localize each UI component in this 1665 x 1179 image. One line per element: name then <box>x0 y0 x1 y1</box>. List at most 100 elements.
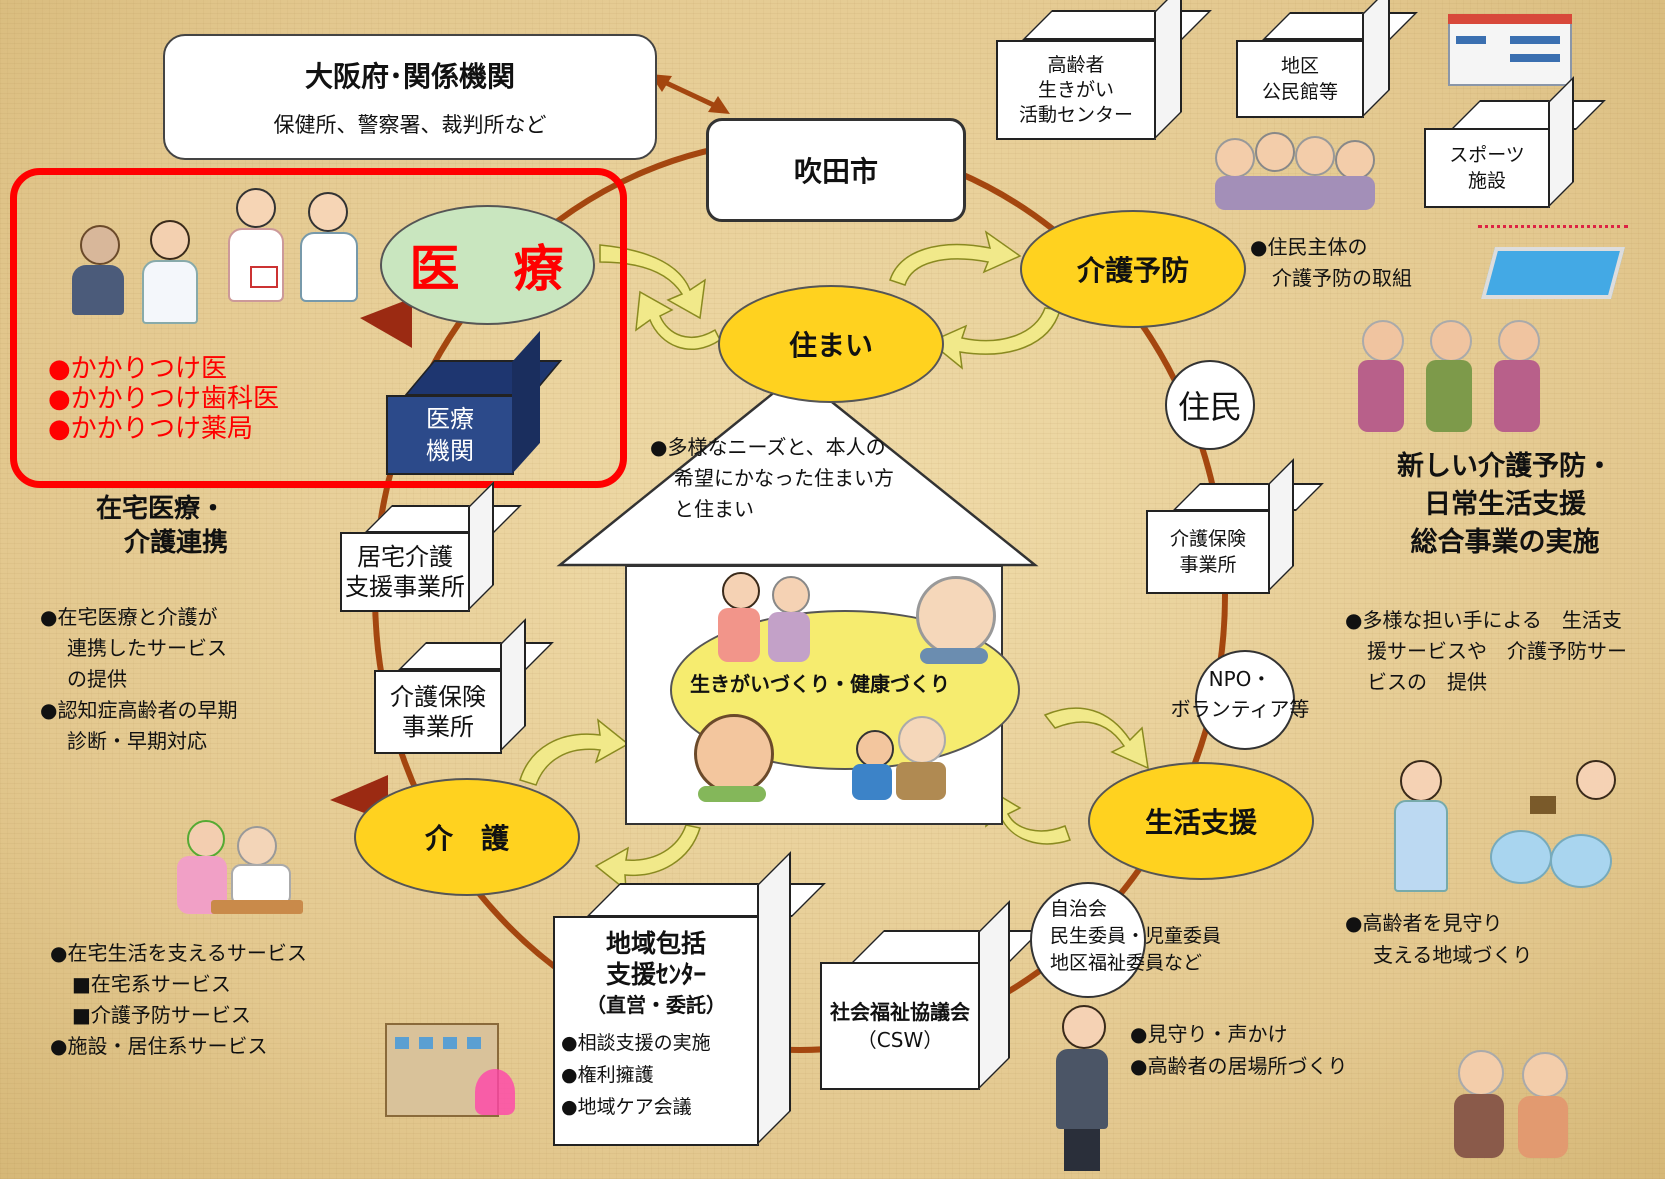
houkatsu-item-2: ●権利擁護 <box>561 1064 654 1086</box>
smiling-elder-face-illustration <box>912 572 996 664</box>
houkatsu-cube-side <box>757 851 791 1145</box>
jichikai-line2: 民生委員・児童委員 <box>1050 925 1222 947</box>
medical-highlight-frame <box>10 168 627 488</box>
curved-arrow-sumai-iryo <box>635 290 721 350</box>
kyotaku-line1: 居宅介護 <box>357 543 453 571</box>
osaka-suita-arrow <box>658 77 722 111</box>
elderly-group-illustration <box>1215 132 1380 212</box>
curved-arrow-sumai-yobo <box>889 230 1022 286</box>
home-care-item-5: 診断・早期対応 <box>67 729 207 753</box>
care-facility-illustration <box>385 1015 520 1120</box>
medical-institution-line1: 医療 <box>426 405 474 433</box>
medical-institution-cube: 医療 機関 <box>386 395 514 475</box>
medical-item-2: ●かかりつけ歯科医 <box>48 384 279 414</box>
school-building-icon <box>1448 14 1573 86</box>
yobo-note-1: ●住民主体の <box>1250 235 1368 259</box>
jichikai-circle <box>1030 882 1146 998</box>
sumai-label: 住まい <box>788 329 873 362</box>
npo-line1: NPO・ <box>1208 667 1272 691</box>
sogo-title-2: 日常生活支援 <box>1424 489 1586 520</box>
grandchild-grandpa-illustration <box>852 712 952 802</box>
watch-right-list: ●高齢者を見守り 支える地域づくり <box>1345 907 1532 971</box>
seikatsu-oval: 生活支援 <box>1088 762 1314 880</box>
hoken-right-line2: 事業所 <box>1179 554 1237 576</box>
curved-arrow-houkatsu <box>594 824 701 892</box>
medical-list: ●かかりつけ医 ●かかりつけ歯科医 ●かかりつけ薬局 <box>48 354 279 444</box>
home-care-title-line1: 在宅医療・ <box>96 494 227 524</box>
helper-garbage-illustration <box>1370 760 1620 892</box>
watch-item-1: ●見守り・声かけ <box>1130 1022 1288 1046</box>
watch-item-2: ●高齢者の居場所づくり <box>1130 1054 1348 1078</box>
watch-right-1: ●高齢者を見守り <box>1345 911 1503 935</box>
osaka-subtitle: 保健所、警察署、裁判所など <box>273 113 547 137</box>
sogo-title-3: 総合事業の実施 <box>1410 527 1600 558</box>
exercising-elders-illustration <box>1352 320 1552 435</box>
ikigai-center-cube-top <box>1022 10 1212 40</box>
hoken-left-cube: 介護保険 事業所 <box>374 670 502 754</box>
care-item-1: ●在宅生活を支えるサービス <box>50 941 307 965</box>
iryo-oval: 医 療 <box>380 205 595 325</box>
kaigo-oval: 介 護 <box>354 778 580 896</box>
sports-line1: スポーツ <box>1449 144 1525 166</box>
ikigai-center-line3: 活動センター <box>1018 103 1133 126</box>
ikigai-label: 生きがいづくり・健康づくり <box>690 672 950 696</box>
sogo-items: ●多様な担い手による 生活支 援サービスや 介護予防サー ビスの 提供 <box>1345 605 1627 698</box>
sogo-title: 新しい介護予防・ 日常生活支援 総合事業の実施 <box>1380 448 1630 562</box>
kyotaku-line2: 支援事業所 <box>345 573 465 601</box>
house-desc-3: と住まい <box>674 497 754 521</box>
npo-line2: ボランティア等 <box>1170 697 1310 721</box>
kyotaku-cube: 居宅介護 支援事業所 <box>340 532 470 612</box>
shakyo-line2: （CSW） <box>856 1028 944 1052</box>
watcher-woman-illustration <box>1050 1005 1120 1175</box>
hoken-right-line1: 介護保険 <box>1169 528 1246 550</box>
yobo-note: ●住民主体の 介護予防の取組 <box>1250 232 1412 294</box>
elders-chatting-illustration <box>1452 1050 1582 1160</box>
care-item-4: ●施設・居住系サービス <box>50 1034 268 1058</box>
sports-cube: スポーツ 施設 <box>1424 128 1550 208</box>
ikigai-center-line1: 高齢者 <box>1047 53 1105 76</box>
home-care-title-line2: 介護連携 <box>124 528 229 558</box>
home-care-item-2: 連携したサービス <box>67 636 227 660</box>
doctor-consultation-illustration <box>70 215 200 330</box>
houkatsu-line3: （直営・委託） <box>586 993 726 1017</box>
shakyo-cube-side <box>978 900 1010 1090</box>
sumai-oval: 住まい <box>718 285 944 403</box>
ikigai-center-cube: 高齢者 生きがい 活動センター <box>996 40 1156 140</box>
suita-label: 吹田市 <box>793 155 878 188</box>
sogo-title-1: 新しい介護予防・ <box>1397 451 1613 482</box>
yobo-oval: 介護予防 <box>1020 210 1246 328</box>
chiku-line2: 公民館等 <box>1261 81 1338 103</box>
watch-list: ●見守り・声かけ ●高齢者の居場所づくり <box>1130 1018 1347 1082</box>
iryo-label: 医 療 <box>409 240 566 298</box>
care-item-3: ■介護予防サービス <box>72 1003 251 1027</box>
sogo-item-2: 援サービスや 介護予防サー <box>1367 639 1627 663</box>
nurse-doctor-illustration <box>228 180 368 310</box>
care-services-list: ●在宅生活を支えるサービス ■在宅系サービス ■介護予防サービス ●施設・居住系… <box>50 938 307 1062</box>
triangle-arrow-medical <box>360 298 412 348</box>
shakyo-cube: 社会福祉協議会 （CSW） <box>820 962 980 1090</box>
house-description: ●多様なニーズと、本人の 希望にかなった住まい方 と住まい <box>650 432 894 525</box>
house-desc-1: ●多様なニーズと、本人の <box>650 435 886 459</box>
caregiver-elder-illustration <box>718 572 818 662</box>
sogo-item-1: ●多様な担い手による 生活支 <box>1345 608 1622 632</box>
home-care-items: ●在宅医療と介護が 連携したサービス の提供 ●認知症高齢者の早期 診断・早期対… <box>40 602 237 757</box>
jichikai-line1: 自治会 <box>1050 898 1108 920</box>
jumin-circle: 住民 <box>1165 360 1255 450</box>
pool-illustration <box>1478 225 1628 305</box>
ikigai-center-line2: 生きがい <box>1037 78 1114 101</box>
houkatsu-cube: 地域包括 支援ｾﾝﾀｰ （直営・委託） ●相談支援の実施 ●権利擁護 ●地域ケア… <box>553 916 759 1146</box>
houkatsu-line1: 地域包括 <box>605 929 706 958</box>
home-care-item-3: の提供 <box>67 667 127 691</box>
kaigo-label: 介 護 <box>424 822 509 855</box>
yobo-label: 介護予防 <box>1076 254 1189 287</box>
curved-arrow-kaigo <box>519 718 630 786</box>
medical-institution-line2: 機関 <box>426 437 474 465</box>
care-feeding-illustration <box>175 820 305 920</box>
seikatsu-label: 生活支援 <box>1144 806 1257 839</box>
jichikai-line3: 地区福祉委員など <box>1050 952 1203 974</box>
curved-arrow-yobo-sumai <box>928 307 1061 370</box>
home-care-item-1: ●在宅医療と介護が <box>40 605 218 629</box>
jumin-label: 住民 <box>1177 388 1242 426</box>
hoken-right-cube: 介護保険 事業所 <box>1146 510 1270 594</box>
elder-man-face-illustration <box>690 710 774 802</box>
